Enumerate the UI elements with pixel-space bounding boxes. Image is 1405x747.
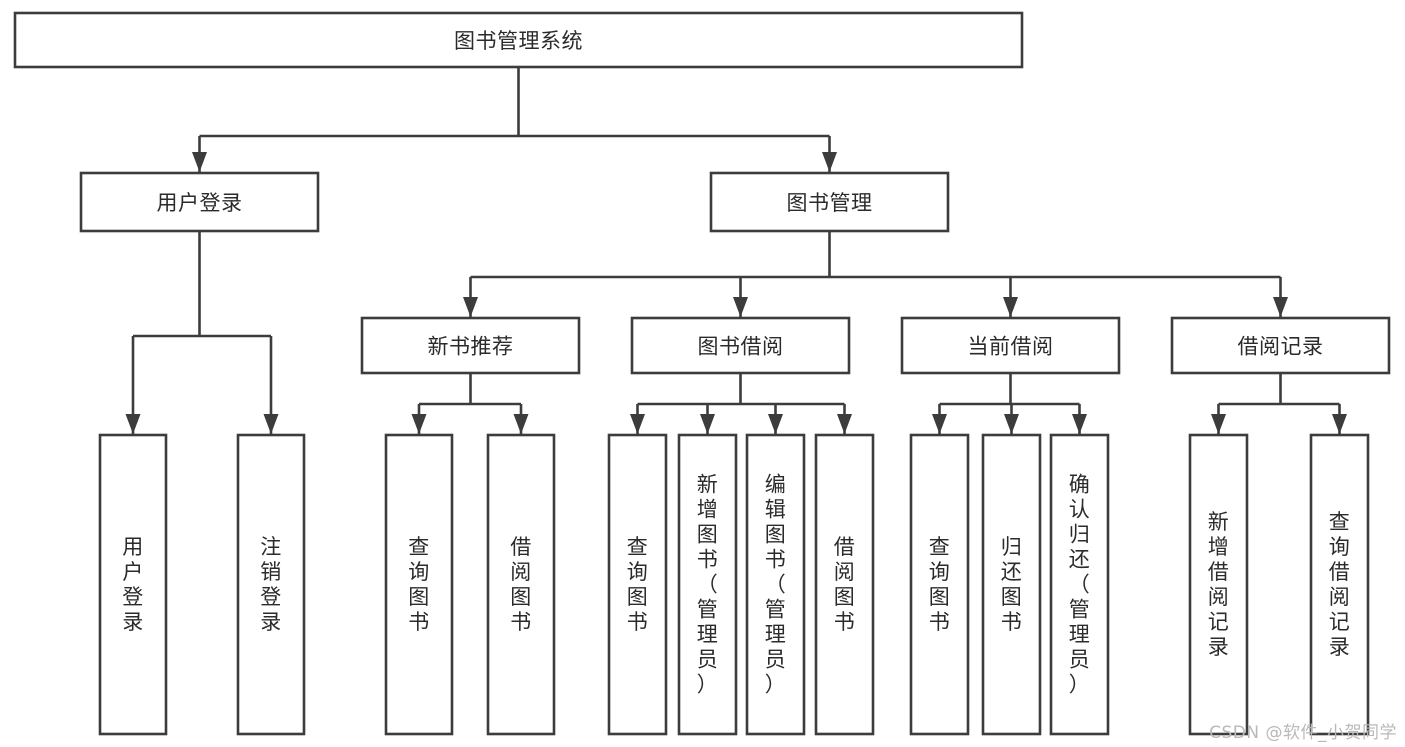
- leaf-1-2-1-node-e5bd92e8bf98e59bbee4b9a6-box[interactable]: [981, 433, 1042, 736]
- leaf-1-3-1-node-e69fa5e8afa2e5809fe99885e8ae[interactable]: 查询借阅记录: [1309, 433, 1370, 736]
- level3-1-0-arrow-1: [513, 414, 529, 434]
- level3-1-3-node-e5809fe99885e8aeb0e5bd95[interactable]: 借阅记录: [1170, 316, 1391, 375]
- leaf-1-2-1-node-e5bd92e8bf98e59bbee4b9a6-label: 归还图书: [1001, 535, 1023, 634]
- leaf-1-0-1-node-e5809fe99885e59bbee4b9a6-box[interactable]: [486, 433, 556, 736]
- leaf-1-1-1-node-e696b0e5a29ee59bbee4b9a6efbc-label: 新增图书（管理员）: [697, 473, 719, 697]
- root-arrow-1: [822, 152, 837, 172]
- leaf-1-1-3-node-e5809fe99885e59bbee4b9a6-box[interactable]: [814, 433, 875, 736]
- level2-1-node-e59bbee4b9a6e7aea1e79086-box[interactable]: [709, 171, 950, 233]
- leaf-1-3-0-node-e696b0e5a29ee5809fe99885e8ae[interactable]: 新增借阅记录: [1188, 433, 1249, 736]
- level2-0-node-e794a8e688b7e799bbe5bd95[interactable]: 用户登录: [79, 171, 320, 233]
- leaf-1-2-2-node-e7a1aee8aea4e5bd92e8bf98efbc-label: 确认归还（管理员）: [1069, 473, 1091, 697]
- level3-1-1-arrow-1: [700, 414, 715, 434]
- leaf-1-1-0-node-e69fa5e8afa2e59bbee4b9a6-label: 查询图书: [627, 535, 649, 634]
- level3-1-2-node-e5bd93e5898de5809fe99885-label: 当前借阅: [968, 335, 1054, 359]
- leaf-1-0-0-node-e69fa5e8afa2e59bbee4b9a6-box[interactable]: [384, 433, 454, 736]
- nodes-layer: 图书管理系统用户登录用户登录注销登录图书管理新书推荐查询图书借阅图书图书借阅查询…: [13, 11, 1391, 736]
- level3-1-2-arrow-1: [1004, 414, 1019, 434]
- leaf-1-1-1-node-e696b0e5a29ee59bbee4b9a6efbc-box[interactable]: [677, 433, 738, 736]
- level3-1-1-arrow-3: [837, 414, 852, 434]
- leaf-1-3-1-node-e69fa5e8afa2e5809fe99885e8ae-box[interactable]: [1309, 433, 1370, 736]
- level3-1-3-node-e5809fe99885e8aeb0e5bd95-label: 借阅记录: [1238, 335, 1324, 359]
- leaf-1-1-3-node-e5809fe99885e59bbee4b9a6[interactable]: 借阅图书: [814, 433, 875, 736]
- level3-1-2-node-e5bd93e5898de5809fe99885-box[interactable]: [900, 316, 1121, 375]
- level2-1-arrow-1: [733, 297, 748, 317]
- leaf-1-2-0-node-e69fa5e8afa2e59bbee4b9a6-label: 查询图书: [929, 535, 951, 634]
- leaf-1-0-0-node-e69fa5e8afa2e59bbee4b9a6[interactable]: 查询图书: [384, 433, 454, 736]
- level2-1-arrow-0: [463, 297, 478, 317]
- node-e59bbee4b9a6e7aea1e79086e7b3-root[interactable]: 图书管理系统: [13, 11, 1024, 69]
- level2-1-arrow-3: [1273, 297, 1288, 317]
- level3-1-0-node-e696b0e4b9a6e68ea8e88d90-label: 新书推荐: [428, 335, 514, 359]
- root-arrow-0: [192, 152, 207, 172]
- leaf-1-0-0-node-e69fa5e8afa2e59bbee4b9a6-label: 查询图书: [408, 535, 430, 634]
- leaf-0-0-node-e794a8e688b7e799bbe5bd95-label: 用户登录: [122, 535, 144, 634]
- level3-1-0-node-e696b0e4b9a6e68ea8e88d90-box[interactable]: [360, 316, 581, 375]
- leaf-0-1-node-e6b3a8e99480e799bbe5bd95[interactable]: 注销登录: [236, 433, 306, 736]
- leaf-1-1-0-node-e69fa5e8afa2e59bbee4b9a6-box[interactable]: [607, 433, 668, 736]
- leaf-1-1-2-node-e7bc96e8be91e59bbee4b9a6efbc[interactable]: 编辑图书（管理员）: [745, 433, 806, 736]
- level2-1-node-e59bbee4b9a6e7aea1e79086-label: 图书管理: [787, 191, 873, 215]
- leaf-1-0-1-node-e5809fe99885e59bbee4b9a6-label: 借阅图书: [510, 535, 532, 634]
- leaf-1-2-0-node-e69fa5e8afa2e59bbee4b9a6[interactable]: 查询图书: [909, 433, 970, 736]
- leaf-0-1-node-e6b3a8e99480e799bbe5bd95-label: 注销登录: [260, 535, 282, 634]
- node-e59bbee4b9a6e7aea1e79086e7b3-root-label: 图书管理系统: [454, 29, 583, 53]
- leaf-1-1-0-node-e69fa5e8afa2e59bbee4b9a6[interactable]: 查询图书: [607, 433, 668, 736]
- leaf-0-1-node-e6b3a8e99480e799bbe5bd95-box[interactable]: [236, 433, 306, 736]
- level3-1-1-node-e59bbee4b9a6e5809fe99885-label: 图书借阅: [698, 335, 784, 359]
- leaf-1-1-1-node-e696b0e5a29ee59bbee4b9a6efbc[interactable]: 新增图书（管理员）: [677, 433, 738, 736]
- level3-1-0-arrow-0: [411, 414, 427, 434]
- level2-0-node-e794a8e688b7e799bbe5bd95-label: 用户登录: [157, 191, 243, 215]
- leaf-1-3-0-node-e696b0e5a29ee5809fe99885e8ae-box[interactable]: [1188, 433, 1249, 736]
- level2-0-arrow-0: [125, 414, 141, 434]
- level3-1-1-node-e59bbee4b9a6e5809fe99885-box[interactable]: [630, 316, 851, 375]
- leaf-1-2-2-node-e7a1aee8aea4e5bd92e8bf98efbc-box[interactable]: [1049, 433, 1110, 736]
- leaf-0-0-node-e794a8e688b7e799bbe5bd95[interactable]: 用户登录: [98, 433, 168, 736]
- leaf-1-3-0-node-e696b0e5a29ee5809fe99885e8ae-label: 新增借阅记录: [1208, 510, 1230, 659]
- leaf-1-1-2-node-e7bc96e8be91e59bbee4b9a6efbc-label: 编辑图书（管理员）: [765, 473, 787, 697]
- level3-1-1-node-e59bbee4b9a6e5809fe99885[interactable]: 图书借阅: [630, 316, 851, 375]
- leaf-1-1-2-node-e7bc96e8be91e59bbee4b9a6efbc-box[interactable]: [745, 433, 806, 736]
- leaf-1-0-1-node-e5809fe99885e59bbee4b9a6[interactable]: 借阅图书: [486, 433, 556, 736]
- level3-1-2-arrow-2: [1072, 414, 1087, 434]
- level2-1-node-e59bbee4b9a6e7aea1e79086[interactable]: 图书管理: [709, 171, 950, 233]
- leaf-0-0-node-e794a8e688b7e799bbe5bd95-box[interactable]: [98, 433, 168, 736]
- level3-1-2-node-e5bd93e5898de5809fe99885[interactable]: 当前借阅: [900, 316, 1121, 375]
- level3-1-3-arrow-0: [1211, 414, 1226, 434]
- leaf-1-2-2-node-e7a1aee8aea4e5bd92e8bf98efbc[interactable]: 确认归还（管理员）: [1049, 433, 1110, 736]
- level3-1-2-arrow-0: [932, 414, 947, 434]
- level3-1-3-arrow-1: [1332, 414, 1347, 434]
- connectors-layer: [125, 67, 1347, 434]
- leaf-1-2-1-node-e5bd92e8bf98e59bbee4b9a6[interactable]: 归还图书: [981, 433, 1042, 736]
- level2-0-node-e794a8e688b7e799bbe5bd95-box[interactable]: [79, 171, 320, 233]
- leaf-1-3-1-node-e69fa5e8afa2e5809fe99885e8ae-label: 查询借阅记录: [1329, 510, 1351, 659]
- level3-1-0-node-e696b0e4b9a6e68ea8e88d90[interactable]: 新书推荐: [360, 316, 581, 375]
- level3-1-1-arrow-0: [630, 414, 645, 434]
- node-e59bbee4b9a6e7aea1e79086e7b3-root-box[interactable]: [13, 11, 1024, 69]
- level2-1-arrow-2: [1003, 297, 1018, 317]
- csdn-watermark: CSDN @软件_小贺同学: [1209, 723, 1397, 743]
- level2-0-arrow-1: [263, 414, 279, 434]
- level3-1-1-arrow-2: [768, 414, 783, 434]
- level3-1-3-node-e5809fe99885e8aeb0e5bd95-box[interactable]: [1170, 316, 1391, 375]
- leaf-1-2-0-node-e69fa5e8afa2e59bbee4b9a6-box[interactable]: [909, 433, 970, 736]
- leaf-1-1-3-node-e5809fe99885e59bbee4b9a6-label: 借阅图书: [834, 535, 856, 634]
